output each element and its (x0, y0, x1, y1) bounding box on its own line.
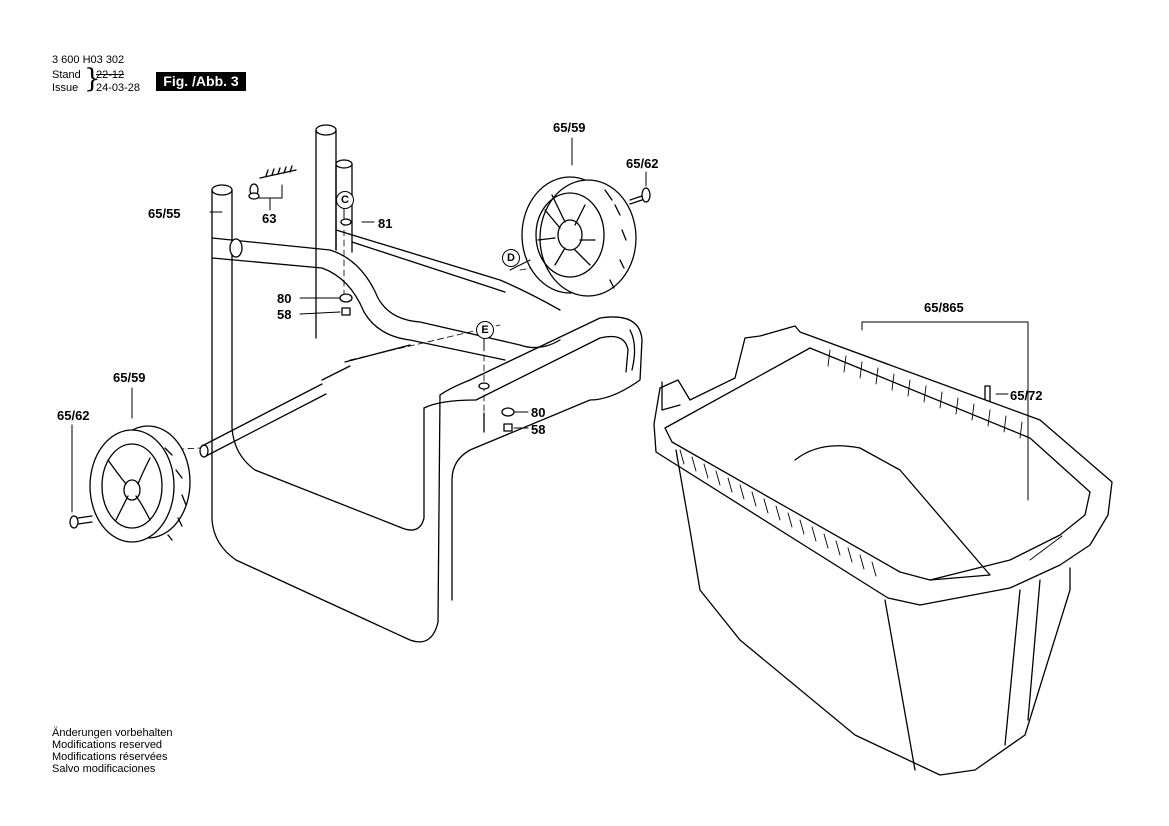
document-number: 3 600 H03 302 (52, 54, 125, 66)
callout-65-55: 65/55 (148, 206, 181, 221)
callout-65-72: 65/72 (1010, 388, 1043, 403)
figure-badge: Fig. /Abb. 3 (156, 72, 246, 91)
note-de: Änderungen vorbehalten (52, 727, 173, 739)
stand-label: Stand (52, 69, 81, 81)
callout-58-left: 58 (277, 307, 292, 322)
callout-65-62-left: 65/62 (57, 408, 90, 423)
wheel-top (521, 176, 637, 297)
note-es: Salvo modificaciones (52, 763, 156, 775)
callout-65-59-left: 65/59 (113, 370, 146, 385)
callout-80-left: 80 (277, 291, 292, 306)
callout-81: 81 (378, 216, 393, 231)
stand-date: 22-12 (96, 69, 125, 81)
wheel-left (89, 425, 191, 543)
callout-65-59-top: 65/59 (553, 120, 586, 135)
issue-date: 24-03-28 (96, 82, 141, 94)
note-fr: Modifications réservées (52, 751, 168, 763)
brace-icon: } (84, 64, 101, 94)
marker-d: D (502, 249, 520, 267)
issue-label: Issue (52, 82, 79, 94)
callout-65-865: 65/865 (924, 300, 964, 315)
collection-box (653, 325, 1113, 776)
frame-part (199, 124, 643, 643)
callout-58-right: 58 (531, 422, 546, 437)
marker-e: E (476, 321, 494, 339)
fasteners (69, 165, 991, 529)
callout-65-62-top: 65/62 (626, 156, 659, 171)
marker-c: C (336, 191, 354, 209)
callout-63: 63 (262, 211, 277, 226)
callout-80-right: 80 (531, 405, 546, 420)
note-en: Modifications reserved (52, 739, 163, 751)
